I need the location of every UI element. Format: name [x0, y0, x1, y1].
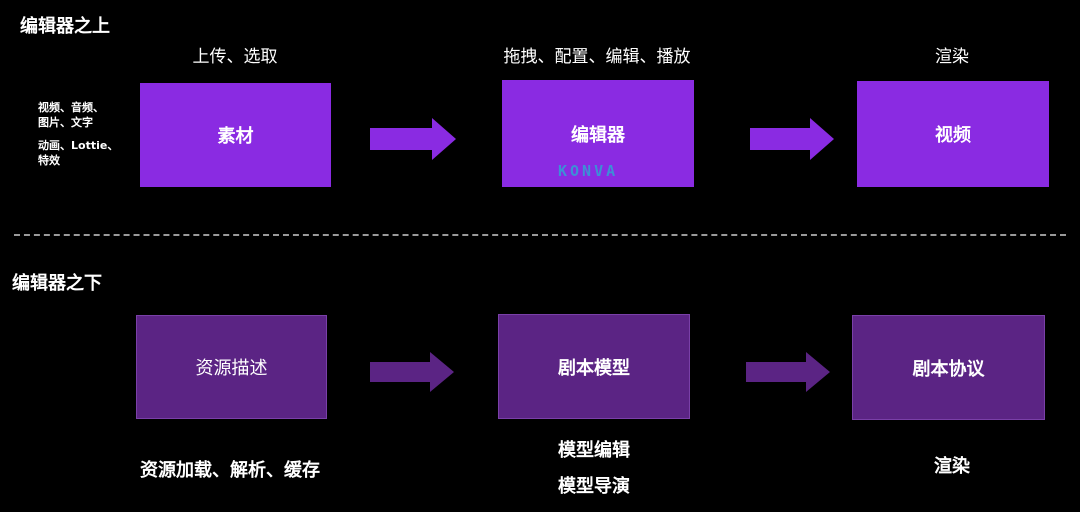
resource-description-label: 资源描述: [195, 358, 268, 379]
arrow-right-icon: [750, 118, 834, 160]
editor-box: 编辑器: [502, 80, 694, 187]
caption-editor-actions: 拖拽、配置、编辑、播放: [503, 47, 691, 67]
script-protocol-box: 剧本协议: [852, 315, 1045, 420]
script-protocol-label: 剧本协议: [912, 358, 985, 380]
editor-box-label: 编辑器: [571, 124, 625, 146]
bottom-section-title: 编辑器之下: [12, 273, 102, 294]
caption-model-edit: 模型编辑: [558, 440, 630, 461]
caption-upload-select: 上传、选取: [192, 47, 278, 67]
material-type-line: 图片、文字: [38, 116, 93, 129]
material-box: 素材: [140, 83, 331, 187]
material-type-line: 动画、Lottie、: [38, 139, 119, 152]
section-divider: [14, 234, 1066, 236]
konva-logo: KONVA: [558, 162, 619, 180]
caption-resource-load: 资源加载、解析、缓存: [140, 460, 320, 481]
arrow-right-icon: [746, 352, 830, 392]
script-model-box: 剧本模型: [498, 314, 690, 419]
caption-render-bottom: 渲染: [934, 456, 970, 477]
resource-description-box: 资源描述: [136, 315, 327, 419]
material-types-list: 视频、音频、 图片、文字 动画、Lottie、 特效: [38, 100, 118, 168]
caption-model-direct: 模型导演: [558, 476, 630, 497]
material-box-label: 素材: [217, 126, 254, 147]
script-model-label: 剧本模型: [558, 357, 630, 379]
video-box-label: 视频: [935, 125, 971, 146]
arrow-right-icon: [370, 118, 456, 160]
top-section-title: 编辑器之上: [20, 16, 110, 37]
material-type-line: 视频、音频、: [38, 101, 104, 114]
video-box: 视频: [857, 81, 1049, 187]
material-type-line: 特效: [38, 154, 60, 167]
arrow-right-icon: [370, 352, 454, 392]
caption-render: 渲染: [935, 47, 969, 67]
